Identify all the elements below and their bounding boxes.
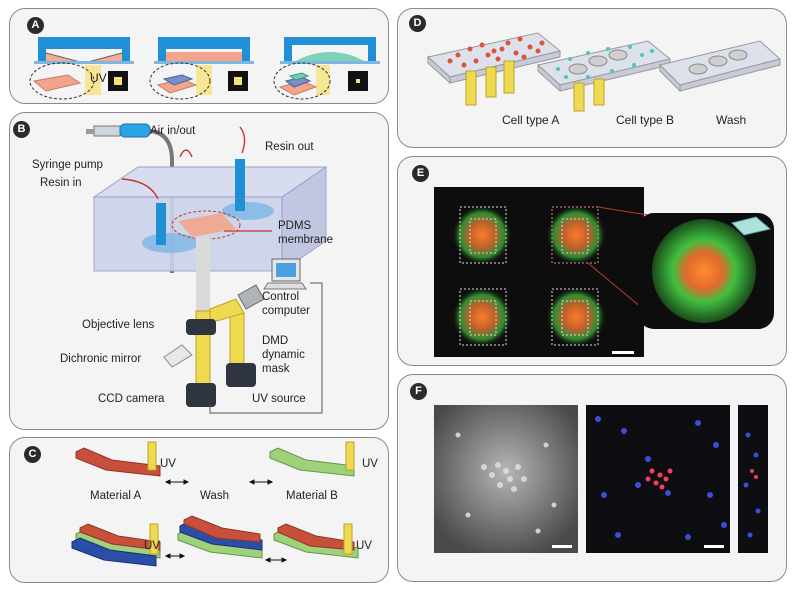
panel-b-illustration xyxy=(86,123,328,414)
panel-d: D Cell type A Cell type B Wash xyxy=(397,8,787,148)
side-view-image xyxy=(738,405,768,553)
panel-c-badge: C xyxy=(24,446,41,463)
combo-1 xyxy=(71,523,161,567)
label-dichronic-mirror: Dichronic mirror xyxy=(60,353,142,365)
syringe-pump xyxy=(86,123,174,273)
combo-3 xyxy=(273,523,359,559)
panel-a: A UV xyxy=(9,8,389,104)
nuclei xyxy=(595,416,727,540)
label-material-a: Material A xyxy=(90,490,142,502)
material-a-shape xyxy=(75,441,161,477)
label-uv-source: UV source xyxy=(252,393,306,405)
chip-step-1 xyxy=(29,37,134,100)
material-b-shape xyxy=(269,441,355,477)
scale-bar xyxy=(612,351,634,354)
computer-icon xyxy=(263,258,307,290)
chip-step-2 xyxy=(149,37,254,100)
label-membrane: membrane xyxy=(278,234,333,246)
label-mask: mask xyxy=(262,363,290,375)
panel-d-illustration xyxy=(426,32,782,112)
label-material-b: Material B xyxy=(286,490,338,502)
uv-label-1: UV xyxy=(160,458,176,470)
label-computer: computer xyxy=(262,305,310,317)
stained-cells xyxy=(645,468,673,490)
panel-e-illustration xyxy=(434,187,774,357)
panel-b-badge: B xyxy=(13,121,30,138)
label-pdms: PDMS xyxy=(278,220,312,232)
label-resin-in: Resin in xyxy=(40,177,82,189)
slab-cell-a xyxy=(426,32,562,106)
label-wash: Wash xyxy=(200,490,229,502)
label-dynamic: dynamic xyxy=(262,349,305,361)
label-ccd-camera: CCD camera xyxy=(98,393,165,405)
pattern-outlines xyxy=(459,206,599,346)
slab-cell-b xyxy=(536,40,672,112)
panel-e-badge: E xyxy=(412,165,429,182)
label-dmd: DMD xyxy=(262,335,289,347)
panel-a-badge: A xyxy=(27,17,44,34)
label-control: Control xyxy=(262,291,300,303)
panel-f: F xyxy=(397,374,787,582)
combo-2 xyxy=(177,515,263,559)
panel-e: E xyxy=(397,156,787,366)
exchange-arrows xyxy=(164,479,288,563)
panel-a-illustration xyxy=(29,37,380,100)
label-objective-lens: Objective lens xyxy=(82,319,155,331)
optical-path xyxy=(163,237,265,407)
uv-label: UV xyxy=(90,71,107,85)
panel-c-illustration xyxy=(71,441,359,567)
uv-label-3: UV xyxy=(144,540,160,552)
label-air: Air in/out xyxy=(150,125,196,137)
slab-wash xyxy=(659,40,782,93)
uv-label-2: UV xyxy=(362,458,378,470)
label-wash: Wash xyxy=(716,113,747,127)
uv-label-4: UV xyxy=(356,540,372,552)
panel-c: C UV UV UV UV Material A Wash Material B xyxy=(9,437,389,583)
cell-clusters xyxy=(452,205,606,347)
phase-cells xyxy=(455,432,557,534)
panel-d-badge: D xyxy=(409,15,426,32)
chip-step-3 xyxy=(273,37,380,100)
panel-f-badge: F xyxy=(410,383,427,400)
label-resin-out: Resin out xyxy=(265,141,314,153)
label-cell-type-b: Cell type B xyxy=(616,113,675,127)
panel-f-illustration xyxy=(434,405,768,553)
phase-contrast-image xyxy=(434,405,578,553)
label-syringe-pump: Syringe pump xyxy=(32,159,103,171)
fluorescence-image xyxy=(586,405,730,553)
label-cell-type-a: Cell type A xyxy=(502,113,560,127)
panel-b: B Air in/out Syringe pump Resin in Resin… xyxy=(9,112,389,430)
